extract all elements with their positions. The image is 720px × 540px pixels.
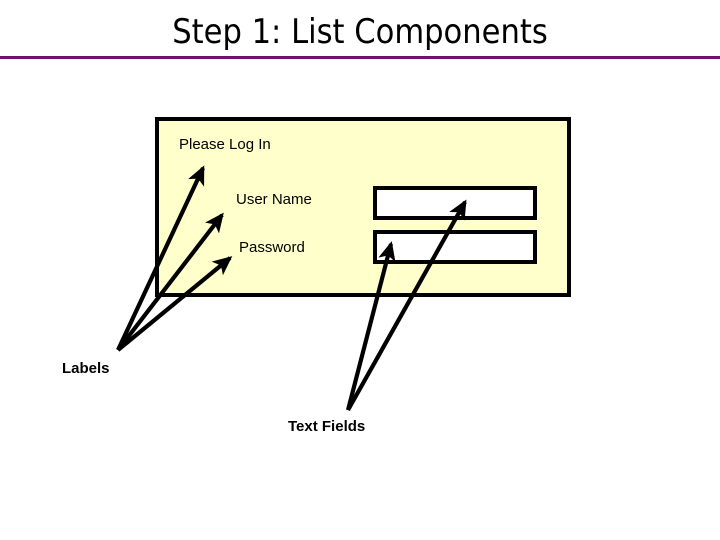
label-password: Password xyxy=(239,239,305,256)
login-panel: Please Log In User Name Password xyxy=(155,117,571,297)
user-name-input[interactable] xyxy=(373,186,537,220)
password-input[interactable] xyxy=(373,230,537,264)
callout-caption-labels: Labels xyxy=(62,360,110,377)
callout-caption-text-fields: Text Fields xyxy=(288,418,366,435)
title-divider xyxy=(0,56,720,59)
label-user-name: User Name xyxy=(236,191,312,208)
label-please-log-in: Please Log In xyxy=(179,136,271,153)
page-title: Step 1: List Components xyxy=(172,12,548,52)
